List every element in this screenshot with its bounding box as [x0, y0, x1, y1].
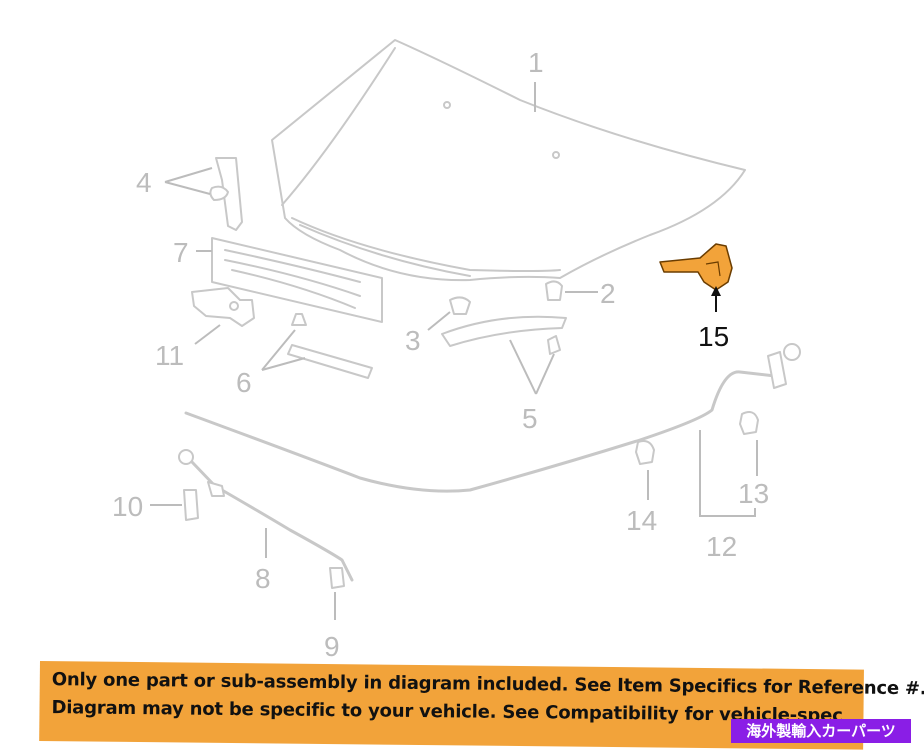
prop-rod-bracket	[441, 315, 567, 355]
disclaimer-line-2: Diagram may not be specific to your vehi…	[51, 697, 843, 727]
callout-9: 9	[324, 631, 340, 660]
callout-3: 3	[405, 325, 421, 356]
callout-8: 8	[255, 563, 271, 594]
callout-13: 13	[738, 478, 769, 509]
release-cable	[184, 343, 801, 493]
hood-bumper-3	[449, 296, 471, 315]
hood-bumper-2	[545, 280, 563, 301]
callout-5: 5	[522, 403, 538, 434]
callout-2: 2	[600, 278, 616, 309]
leader-lines	[150, 82, 758, 620]
highlighted-bracket-15	[659, 243, 733, 291]
callout-1: 1	[528, 47, 544, 78]
callout-15: 15	[698, 321, 729, 352]
grommet-14	[635, 440, 655, 465]
grommet-13	[739, 411, 759, 435]
callout-7: 7	[173, 237, 189, 268]
cable-clip	[329, 567, 345, 589]
callout-12: 12	[706, 531, 737, 562]
import-parts-tag: 海外製輸入カーパーツ	[731, 719, 911, 743]
insulator-strip	[287, 313, 373, 379]
callout-11: 11	[155, 340, 184, 371]
callout-14: 14	[626, 505, 657, 536]
callout-labels: 1 2 3 4 5 6 7 8 9 10 11 12 13 14 15	[112, 47, 769, 660]
callout-6: 6	[236, 367, 252, 398]
front-seal	[211, 237, 383, 323]
callout-4: 4	[136, 167, 152, 198]
handle-cable	[178, 449, 354, 582]
hood-latch	[191, 287, 255, 327]
release-handle	[183, 489, 199, 521]
disclaimer-line-1: Only one part or sub-assembly in diagram…	[51, 669, 924, 700]
hood-hinge	[209, 157, 243, 231]
parts-diagram: 1 2 3 4 5 6 7 8 9 10 11 12 13 14 15	[112, 39, 801, 660]
hood-panel	[271, 39, 746, 282]
callout-10: 10	[112, 491, 143, 522]
